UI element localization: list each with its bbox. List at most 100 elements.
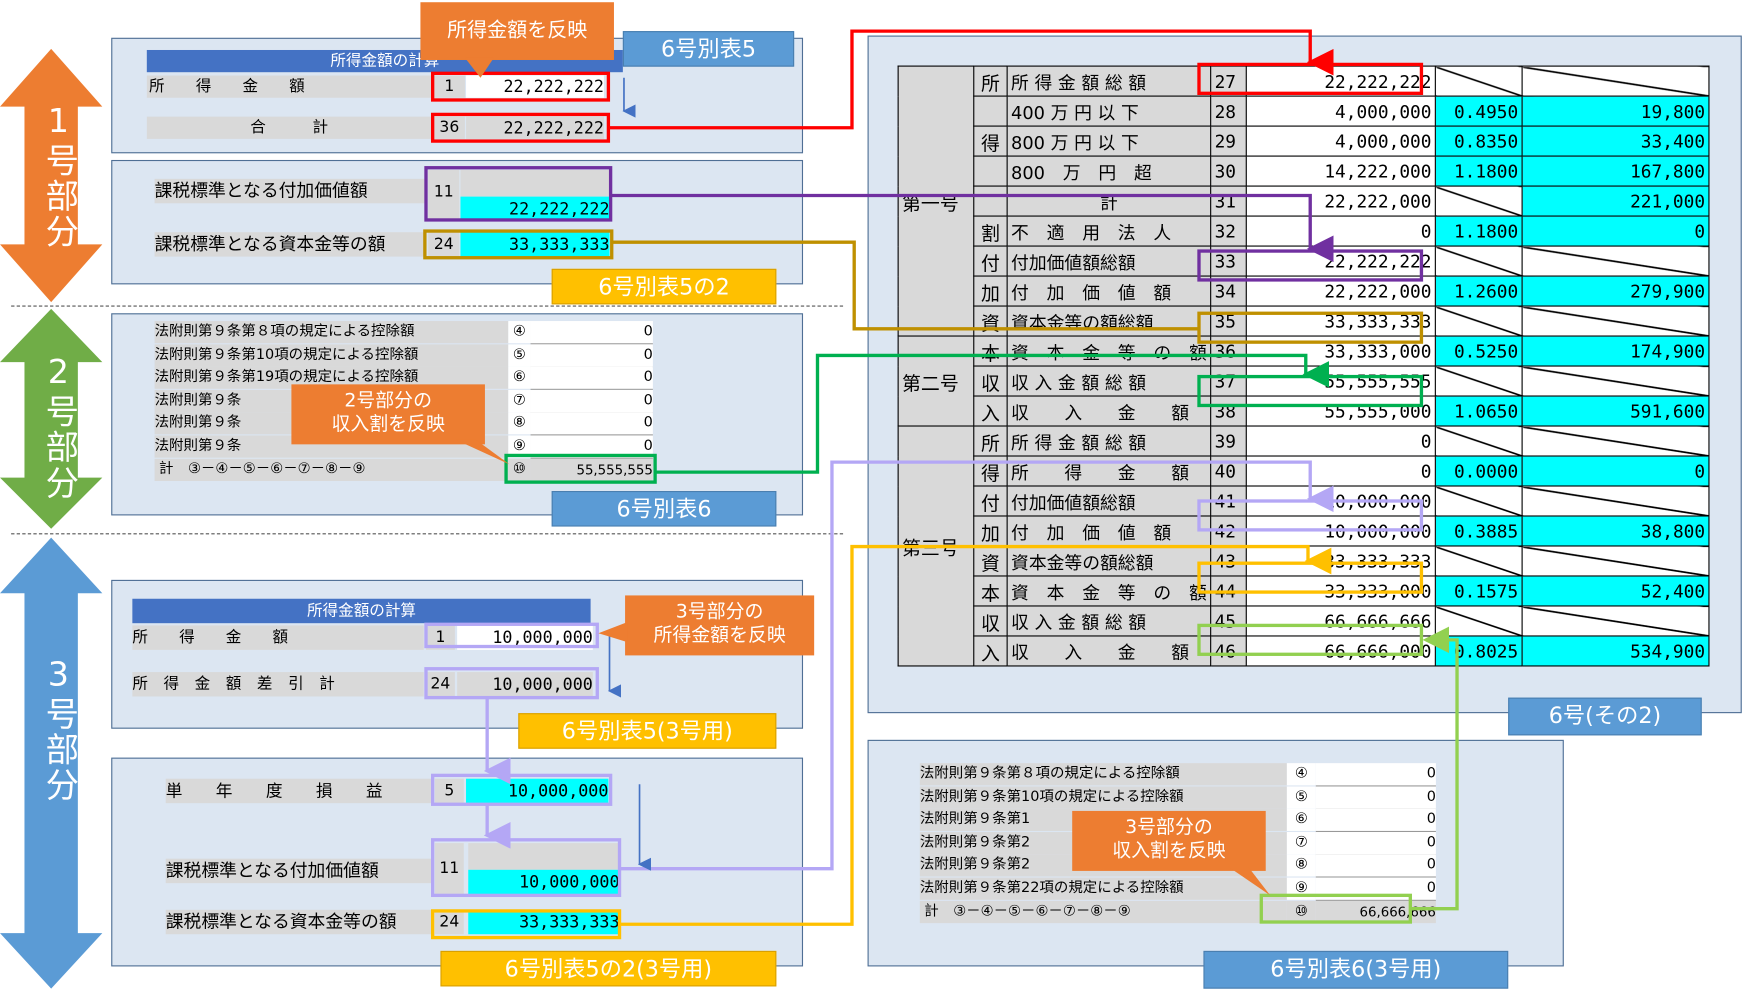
callout-2-line1: 2号部分の bbox=[344, 389, 433, 413]
rate: 0.8025 bbox=[1434, 635, 1523, 667]
s52-row2-no: 24 bbox=[428, 232, 460, 257]
row-label: 付 加 価 値 額 bbox=[1006, 275, 1212, 307]
row-no: 40 bbox=[1210, 455, 1247, 487]
tax-amount: 591,600 bbox=[1521, 395, 1710, 427]
sub-category: 資 bbox=[973, 545, 1008, 577]
sub-category: 所 bbox=[973, 65, 1008, 97]
part2-arrow bbox=[0, 308, 103, 529]
callout-3-pointer bbox=[598, 622, 628, 643]
row-no: 39 bbox=[1210, 425, 1247, 457]
amount: 0 bbox=[1245, 215, 1436, 247]
part3-label: 3号部分 bbox=[38, 655, 78, 804]
callout-2-line2: 収入割を反映 bbox=[331, 413, 445, 436]
deduction-total-value: 55,555,555 bbox=[530, 458, 653, 481]
amount: 33,333,333 bbox=[1245, 305, 1436, 337]
tax-amount bbox=[1521, 545, 1710, 577]
row-no: 44 bbox=[1210, 575, 1247, 607]
rate bbox=[1434, 65, 1523, 97]
s5-3-header: 所得金額の計算 bbox=[132, 598, 591, 624]
tax-amount: 33,400 bbox=[1521, 125, 1710, 157]
deduction-row-value: 0 bbox=[530, 366, 653, 391]
s52-row2-val: 33,333,333 bbox=[460, 232, 610, 257]
rate bbox=[1434, 365, 1523, 397]
deduction-row-label: 法附則第９条第19項の規定による控除額 bbox=[154, 366, 509, 390]
s52-3-row1-label: 課税標準となる付加価値額 bbox=[165, 858, 433, 884]
deduction-row-label: 法附則第９条第８項の規定による控除額 bbox=[919, 763, 1287, 786]
sub-category: 加 bbox=[973, 275, 1008, 307]
s52-3-row2-label: 課税標準となる資本金等の額 bbox=[165, 909, 433, 935]
row-label: 資 本 金 等 の 額 bbox=[1006, 575, 1212, 607]
s5-3-row1-label: 所 得 金 額 bbox=[132, 625, 424, 650]
sub-category: 加 bbox=[973, 515, 1008, 547]
separator-2 bbox=[11, 533, 844, 535]
rate: 0.5250 bbox=[1434, 335, 1523, 367]
s52-3-row1-blank bbox=[468, 843, 620, 870]
row-label: 800 万 円 超 bbox=[1006, 155, 1212, 187]
row-label: 800 万 円 以 下 bbox=[1006, 125, 1212, 157]
sheet-s5-label: 6号別表5 bbox=[622, 31, 795, 67]
callout-3-line1: 3号部分の bbox=[675, 600, 764, 624]
s52-row1-label: 課税標準となる付加価値額 bbox=[154, 178, 426, 204]
s52-3-row0-no: 5 bbox=[434, 778, 464, 804]
row-no: 41 bbox=[1210, 485, 1247, 517]
amount: 10,000,000 bbox=[1245, 515, 1436, 547]
sub-category: 収 bbox=[973, 605, 1008, 637]
deduction-row-value: 0 bbox=[530, 389, 653, 414]
sheet-s6-3-label: 6号別表6(3号用) bbox=[1203, 950, 1509, 989]
amount: 55,555,000 bbox=[1245, 395, 1436, 427]
s5-row2-label: 合 計 bbox=[146, 116, 432, 139]
row-no: 27 bbox=[1210, 65, 1247, 97]
row-label: 400 万 円 以 下 bbox=[1006, 95, 1212, 127]
sheet-s5-3-label: 6号別表5(3号用) bbox=[518, 713, 777, 749]
row-no: 46 bbox=[1210, 635, 1247, 667]
callout-4-pointer bbox=[1227, 866, 1271, 896]
row-label: 資本金等の額総額 bbox=[1006, 305, 1212, 337]
s5-3-row1-no: 1 bbox=[425, 625, 455, 650]
deduction-row-value: 0 bbox=[1315, 808, 1436, 833]
sub-category bbox=[973, 155, 1008, 187]
sub-category: 付 bbox=[973, 485, 1008, 517]
s52-row2-label: 課税標準となる資本金等の額 bbox=[154, 232, 426, 257]
rate: 0.8350 bbox=[1434, 125, 1523, 157]
sheet-s6-2-label: 6号(その2) bbox=[1508, 697, 1702, 736]
rate: 1.2600 bbox=[1434, 275, 1523, 307]
separator-1 bbox=[11, 305, 844, 307]
rate: 1.0650 bbox=[1434, 395, 1523, 427]
tax-amount: 221,000 bbox=[1521, 185, 1710, 217]
deduction-total-label: 計 ③－④－⑤－⑥－⑦－⑧－⑨ bbox=[154, 458, 509, 481]
tax-amount bbox=[1521, 305, 1710, 337]
s5-3-row2-label: 所 得 金 額 差 引 計 bbox=[132, 672, 424, 697]
row-label: 収 入 金 額 bbox=[1006, 395, 1212, 427]
amount: 22,222,000 bbox=[1245, 185, 1436, 217]
row-no: 42 bbox=[1210, 515, 1247, 547]
deduction-row-no: ⑨ bbox=[508, 435, 531, 458]
amount: 33,333,333 bbox=[1245, 545, 1436, 577]
row-no: 36 bbox=[1210, 335, 1247, 367]
row-no: 45 bbox=[1210, 605, 1247, 637]
callout-1: 所得金額を反映 bbox=[420, 2, 614, 60]
deduction-row-no: ⑧ bbox=[508, 412, 531, 435]
sheet-s52-3-panel: 単 年 度 損 益 5 10,000,000 課税標準となる付加価値額 11 1… bbox=[111, 757, 804, 967]
sub-category bbox=[973, 185, 1008, 217]
deduction-row-no: ⑤ bbox=[1286, 786, 1316, 809]
amount: 66,666,666 bbox=[1245, 605, 1436, 637]
s5-3-row1-val: 10,000,000 bbox=[457, 625, 593, 650]
rate bbox=[1434, 545, 1523, 577]
sub-category bbox=[973, 95, 1008, 127]
row-no: 34 bbox=[1210, 275, 1247, 307]
sub-category: 割 bbox=[973, 215, 1008, 247]
sub-category: 本 bbox=[973, 575, 1008, 607]
tax-amount: 38,800 bbox=[1521, 515, 1710, 547]
rate: 0.1575 bbox=[1434, 575, 1523, 607]
amount: 22,222,000 bbox=[1245, 275, 1436, 307]
